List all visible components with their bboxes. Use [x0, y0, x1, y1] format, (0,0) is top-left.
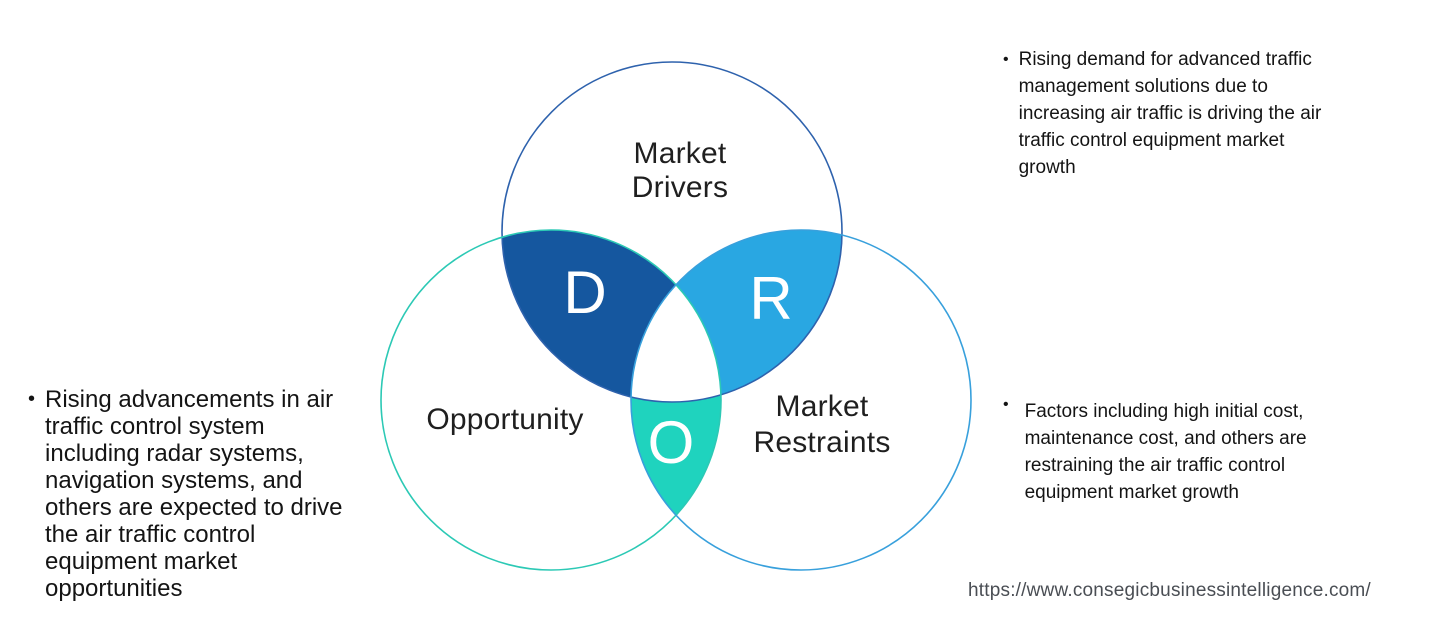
- opportunity-circle-label: Opportunity: [426, 403, 584, 436]
- restraints-note-text: Factors including high initial cost, mai…: [1024, 401, 1307, 503]
- opportunity-note: • Rising advancements in air traffic con…: [28, 386, 368, 602]
- opportunity-overlap-letter: O: [647, 409, 695, 476]
- source-url: https://www.consegicbusinessintelligence…: [968, 580, 1371, 601]
- drivers-circle-label: Market Drivers: [631, 137, 729, 204]
- bullet-icon: •: [1003, 396, 1009, 413]
- restraints-overlap-letter: R: [749, 265, 793, 332]
- bullet-icon: •: [1003, 51, 1009, 68]
- opportunity-circle-outline: [380, 229, 722, 571]
- bullet-icon: •: [28, 388, 36, 410]
- drivers-note-text: Rising demand for advanced traffic manag…: [1018, 49, 1322, 178]
- drivers-circle-outline: [501, 61, 843, 403]
- opportunity-note-text: Rising advancements in air traffic contr…: [45, 386, 343, 602]
- drivers-overlap-letter: D: [563, 259, 607, 326]
- restraints-circle-label: Market Restraints: [753, 390, 891, 459]
- drivers-note: • Rising demand for advanced traffic man…: [1003, 46, 1433, 181]
- restraints-circle-outline: [630, 229, 972, 571]
- restraints-note: • Factors including high initial cost, m…: [1003, 396, 1423, 506]
